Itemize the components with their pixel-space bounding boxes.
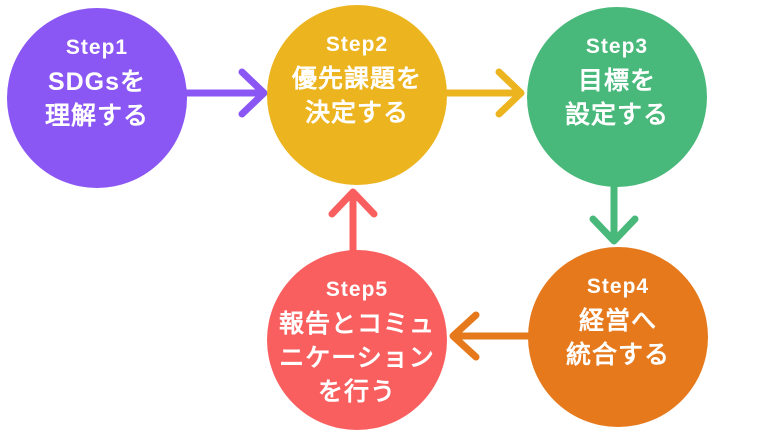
step5-circle: Step5 報告とコミュ ニケーション を行う — [267, 250, 447, 430]
step3-text-line: 目標を — [577, 67, 656, 95]
step4-circle: Step4 経営へ 統合する — [528, 247, 708, 427]
step3-circle: Step3 目標を 設定する — [527, 7, 707, 187]
arrow-left-icon — [449, 311, 536, 361]
step1-text-line: 理解する — [44, 102, 149, 130]
step3-text-line: 設定する — [564, 101, 669, 129]
step1-circle: Step1 SDGsを 理解する — [7, 8, 187, 188]
step4-text-line: 統合する — [565, 341, 670, 369]
step1-label: Step1 — [65, 36, 129, 59]
step5-text-line: を行う — [317, 378, 396, 406]
step5-text-line: ニケーション — [279, 344, 435, 372]
step4-label: Step4 — [586, 275, 650, 298]
arrow-down-icon — [589, 183, 639, 245]
arrow-right-icon — [178, 68, 268, 118]
step2-text-line: 優先課題を — [291, 65, 422, 93]
step4-text-line: 経営へ — [578, 307, 657, 335]
step3-label: Step3 — [585, 35, 649, 58]
step1-text-line: SDGsを — [47, 68, 147, 96]
arrow-right-icon — [443, 68, 525, 118]
step2-circle: Step2 優先課題を 決定する — [267, 5, 447, 185]
arrow-up-icon — [328, 188, 378, 254]
step2-label: Step2 — [325, 33, 389, 56]
step5-label: Step5 — [325, 278, 389, 301]
step5-text-line: 報告とコミュ — [278, 310, 435, 338]
step2-text-line: 決定する — [304, 99, 409, 127]
